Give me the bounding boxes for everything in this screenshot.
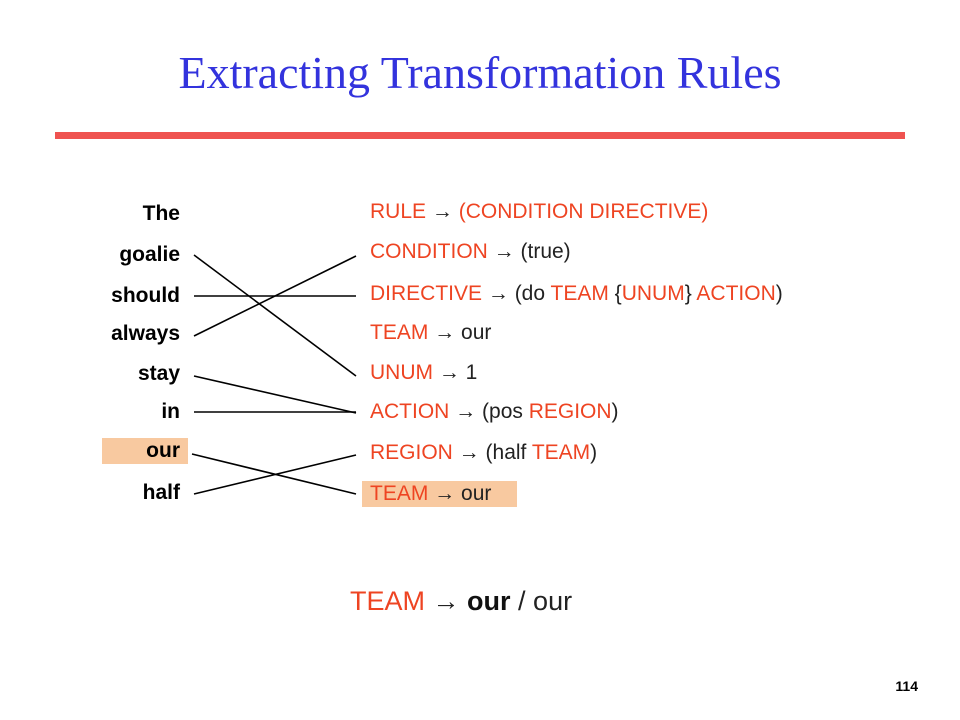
page-number: 114 bbox=[895, 678, 918, 694]
arrow-icon: → bbox=[433, 361, 466, 384]
arrow-icon: → bbox=[452, 441, 486, 464]
result-rhs-rest: / our bbox=[510, 586, 573, 616]
rule-token: (do bbox=[514, 282, 551, 305]
rule-token: UNUM bbox=[370, 361, 433, 384]
sentence-word-highlighted: our bbox=[102, 438, 188, 464]
alignment-line bbox=[193, 454, 357, 495]
rule-token: (CONDITION DIRECTIVE) bbox=[458, 200, 709, 223]
arrow-icon: → bbox=[426, 200, 459, 223]
sentence-word: The bbox=[142, 202, 180, 225]
arrow-icon: → bbox=[428, 482, 462, 505]
rule-token: (true) bbox=[520, 240, 571, 263]
title-divider bbox=[55, 132, 905, 139]
rule-token: our bbox=[461, 482, 492, 505]
sentence-word: should bbox=[111, 284, 180, 307]
alignment-line bbox=[193, 254, 357, 377]
rule-token: ACTION bbox=[696, 282, 776, 305]
rule-token: ) bbox=[775, 282, 783, 305]
rule-token: 1 bbox=[465, 361, 478, 384]
grammar-rule-highlighted: TEAM → our bbox=[362, 481, 518, 507]
grammar-rule: RULE → (CONDITION DIRECTIVE) bbox=[370, 199, 708, 225]
rule-token: (half bbox=[485, 441, 532, 464]
result-rhs-bold: our bbox=[467, 586, 511, 616]
rule-token: DIRECTIVE bbox=[370, 282, 483, 305]
arrow-icon: → bbox=[487, 240, 521, 263]
result-rule: TEAM → our / our bbox=[350, 586, 572, 617]
rule-token: TEAM bbox=[370, 482, 429, 505]
rule-token: ACTION bbox=[370, 400, 450, 423]
rule-token: TEAM bbox=[531, 441, 591, 464]
sentence-word: in bbox=[161, 400, 180, 423]
arrow-icon: → bbox=[428, 321, 462, 344]
grammar-rule: ACTION → (pos REGION) bbox=[370, 399, 619, 425]
rule-token: RULE bbox=[370, 200, 427, 223]
alignment-line bbox=[193, 375, 357, 414]
rule-token: TEAM bbox=[370, 321, 429, 344]
result-lhs: TEAM bbox=[350, 586, 426, 616]
sentence-word: half bbox=[142, 481, 180, 504]
alignment-line bbox=[193, 255, 357, 337]
sentence-word: stay bbox=[137, 362, 180, 385]
arrow-icon: → bbox=[482, 282, 515, 305]
rule-token: ) bbox=[590, 441, 598, 464]
sentence-word: goalie bbox=[119, 243, 180, 266]
rule-token: UNUM bbox=[621, 282, 685, 305]
rule-token: ) bbox=[611, 400, 619, 423]
grammar-rule: REGION → (half TEAM) bbox=[370, 440, 597, 466]
rule-token: REGION bbox=[370, 441, 453, 464]
rule-token: } bbox=[684, 282, 697, 305]
arrow-icon: → bbox=[449, 400, 483, 423]
grammar-rule: UNUM → 1 bbox=[370, 360, 477, 386]
rule-token: (pos bbox=[482, 400, 529, 423]
grammar-rule: DIRECTIVE → (do TEAM {UNUM} ACTION) bbox=[370, 281, 783, 307]
slide-title: Extracting Transformation Rules bbox=[178, 47, 782, 98]
rule-token: TEAM bbox=[550, 282, 609, 305]
grammar-rule: CONDITION → (true) bbox=[370, 239, 571, 265]
rule-token: REGION bbox=[528, 400, 612, 423]
sentence-word: always bbox=[111, 322, 180, 345]
rule-token: { bbox=[608, 282, 622, 305]
rule-token: CONDITION bbox=[370, 240, 488, 263]
rule-token: our bbox=[461, 321, 492, 344]
arrow-icon: → bbox=[432, 586, 460, 616]
grammar-rule: TEAM → our bbox=[370, 320, 491, 346]
